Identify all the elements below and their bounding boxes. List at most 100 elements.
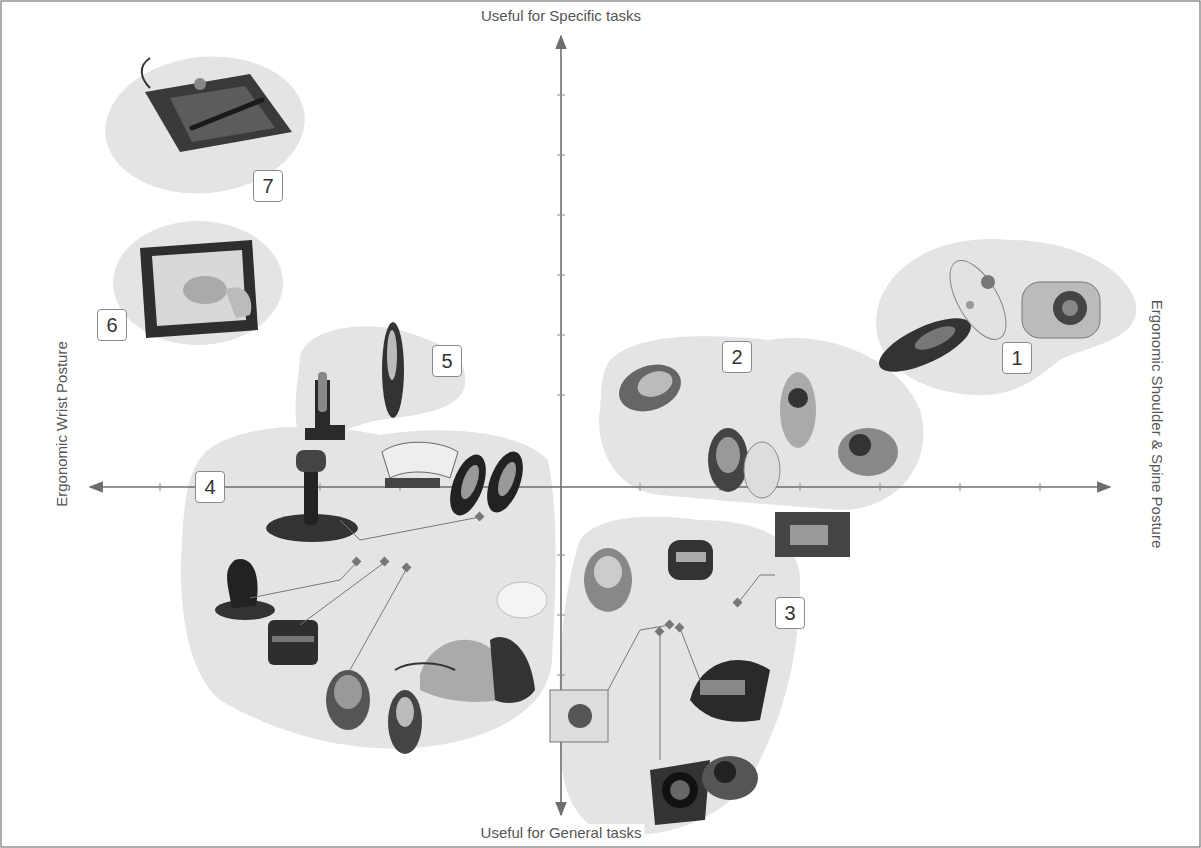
- illustration-shape: [380, 557, 390, 567]
- illustration-shape: [714, 761, 736, 783]
- illustration-shape: [352, 512, 485, 573]
- illustration-shape: [608, 625, 670, 690]
- illustration-shape: [655, 627, 665, 637]
- illustration-shape: [838, 428, 898, 476]
- illustration-shape: [250, 562, 357, 598]
- illustration-shape: [780, 372, 816, 448]
- callout-box: 2: [722, 341, 752, 373]
- callout-box: 3: [775, 597, 805, 629]
- illustration-shape: [708, 428, 748, 492]
- illustration-shape: [790, 525, 828, 545]
- illustration-shape: [90, 486, 1110, 488]
- illustration-shape: [326, 670, 370, 730]
- illustration-shape: [334, 675, 362, 709]
- illustration-shape: [775, 512, 850, 557]
- illustration-shape: [550, 690, 608, 742]
- illustration-shape: [225, 287, 251, 318]
- illustration-shape: [1022, 282, 1100, 338]
- illustration-shape: [557, 335, 565, 336]
- illustration-shape: [788, 388, 808, 408]
- illustration-shape: [557, 275, 565, 276]
- illustration-shape: [676, 552, 706, 562]
- pen-mice: [305, 322, 404, 440]
- illustration-shape: [1053, 291, 1087, 325]
- callout-box: 5: [432, 345, 462, 377]
- illustration-shape: [300, 562, 385, 625]
- illustration-shape: [680, 628, 700, 680]
- illustration-shape: [296, 450, 326, 472]
- illustration-shape: [490, 637, 535, 703]
- illustration-shape: [599, 336, 923, 510]
- illustration-shape: [568, 704, 592, 728]
- illustration-shape: [388, 690, 422, 754]
- illustration-shape: [160, 483, 161, 491]
- illustration-shape: [640, 483, 641, 491]
- illustration-shape: [113, 221, 283, 345]
- callout-number: 7: [262, 176, 273, 196]
- drawing-tablet: [142, 58, 292, 152]
- illustration-shape: [268, 620, 318, 665]
- illustration-shape: [700, 680, 745, 695]
- illustration-shape: [557, 155, 565, 156]
- illustration-shape: [716, 437, 740, 473]
- illustration-shape: [382, 322, 404, 418]
- callout-number: 4: [204, 477, 215, 497]
- illustration-shape: [296, 326, 466, 440]
- shoulder-specific-devices: [612, 356, 898, 498]
- illustration-shape: [584, 548, 632, 612]
- illustration-shape: [557, 675, 565, 676]
- illustration-shape: [557, 95, 565, 96]
- illustration-shape: [800, 483, 801, 491]
- illustration-shape: [142, 58, 150, 88]
- illustration-shape: [443, 450, 493, 520]
- illustration-shape: [675, 623, 685, 633]
- illustration-shape: [557, 555, 565, 556]
- callout-box: 7: [253, 170, 283, 202]
- illustration-shape: [733, 598, 743, 608]
- illustration-shape: [395, 663, 455, 670]
- callout-number: 1: [1011, 348, 1022, 368]
- illustration-shape: [744, 442, 780, 498]
- illustration-shape: [668, 540, 713, 580]
- illustration-shape: [608, 575, 775, 760]
- callout-box: 1: [1002, 342, 1032, 374]
- illustration-shape: [557, 215, 565, 216]
- axis-label: Ergonomic Wrist Posture: [53, 338, 71, 510]
- illustration-shape: [559, 517, 800, 835]
- group-blobs: [98, 47, 1136, 835]
- illustration-shape: [194, 78, 206, 90]
- illustration-shape: [494, 460, 519, 499]
- illustration-shape: [475, 512, 485, 522]
- illustration-shape: [612, 356, 687, 419]
- illustration-shape: [1062, 300, 1078, 316]
- illustration-shape: [594, 556, 622, 588]
- illustration-shape: [662, 772, 698, 808]
- illustration-shape: [966, 301, 974, 309]
- illustration-shape: [872, 308, 978, 383]
- illustration-shape: [145, 74, 292, 152]
- illustration-shape: [227, 559, 258, 608]
- illustration-shape: [457, 463, 482, 502]
- illustration-shape: [960, 483, 961, 491]
- illustration-shape: [702, 756, 758, 800]
- illustration-shape: [634, 367, 676, 402]
- illustration-shape: [557, 395, 565, 396]
- illustration-shape: [981, 275, 995, 289]
- illustration-shape: [98, 47, 311, 203]
- general-shoulder-devices: [550, 512, 850, 825]
- illustration-shape: [352, 557, 362, 567]
- callout-number: 2: [731, 347, 742, 367]
- callout-box: 4: [195, 471, 225, 503]
- illustration-shape: [181, 427, 556, 749]
- axis-ticks: [160, 95, 1040, 735]
- illustration-shape: [690, 660, 770, 722]
- illustration-shape: [396, 697, 414, 727]
- wrist-devices: [215, 442, 547, 754]
- illustration-shape: [939, 252, 1018, 348]
- pen-display: [140, 240, 258, 338]
- illustration-shape: [670, 780, 690, 800]
